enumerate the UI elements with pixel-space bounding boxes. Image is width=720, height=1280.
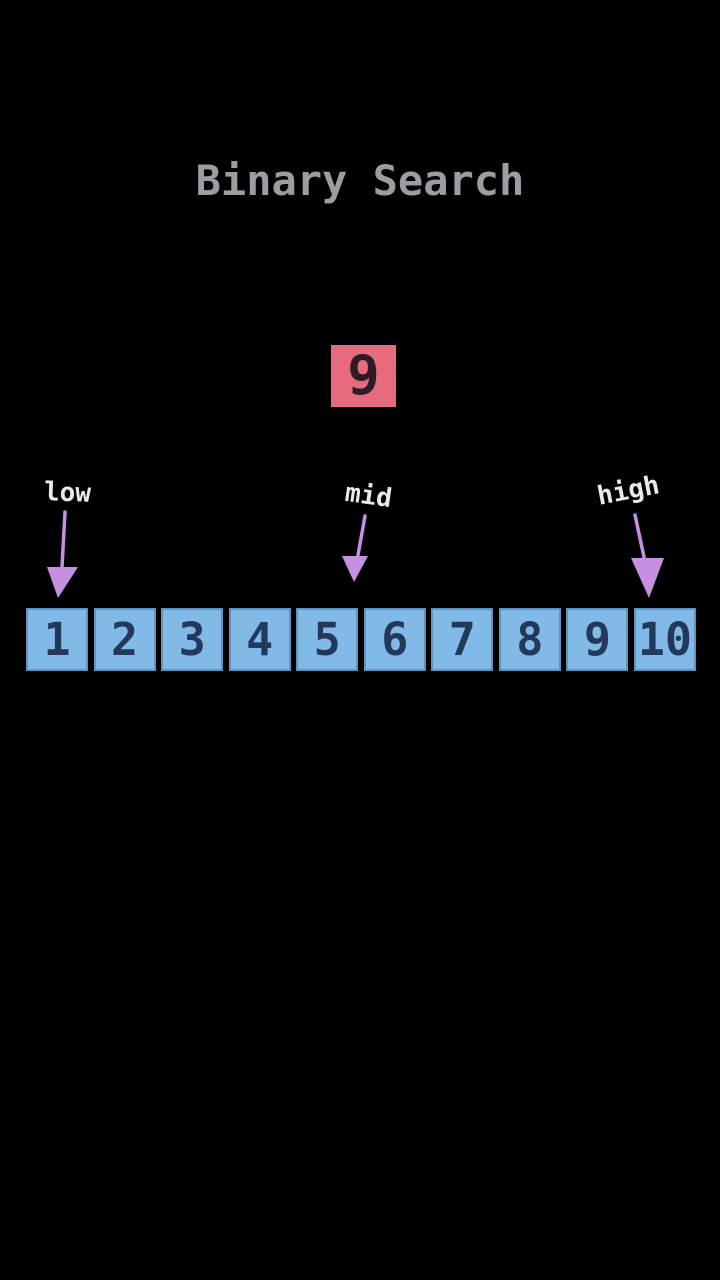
array-cell-9: 9 [566,608,629,671]
array-cell-6: 6 [363,608,426,671]
mid-arrow-down-icon [342,514,368,582]
array-cell-3: 3 [161,608,224,671]
low-arrow-down-icon [47,510,78,598]
array-cell-2: 2 [93,608,156,671]
mid-pointer-label: mid [343,477,394,515]
array-cell-8: 8 [498,608,561,671]
target-value-box: 9 [331,345,396,407]
array-cell-1: 1 [26,608,89,671]
array-cell-10: 10 [633,608,696,671]
page-title: Binary Search [195,156,525,205]
array-cell-4: 4 [228,608,291,671]
array-cell-7: 7 [431,608,494,671]
sorted-array: 1 2 3 4 5 6 7 8 9 10 [26,608,696,671]
high-pointer-label: high [594,470,662,512]
high-arrow-down-icon [631,513,664,598]
low-pointer-label: low [43,477,92,509]
target-value: 9 [347,344,380,407]
array-cell-5: 5 [296,608,359,671]
